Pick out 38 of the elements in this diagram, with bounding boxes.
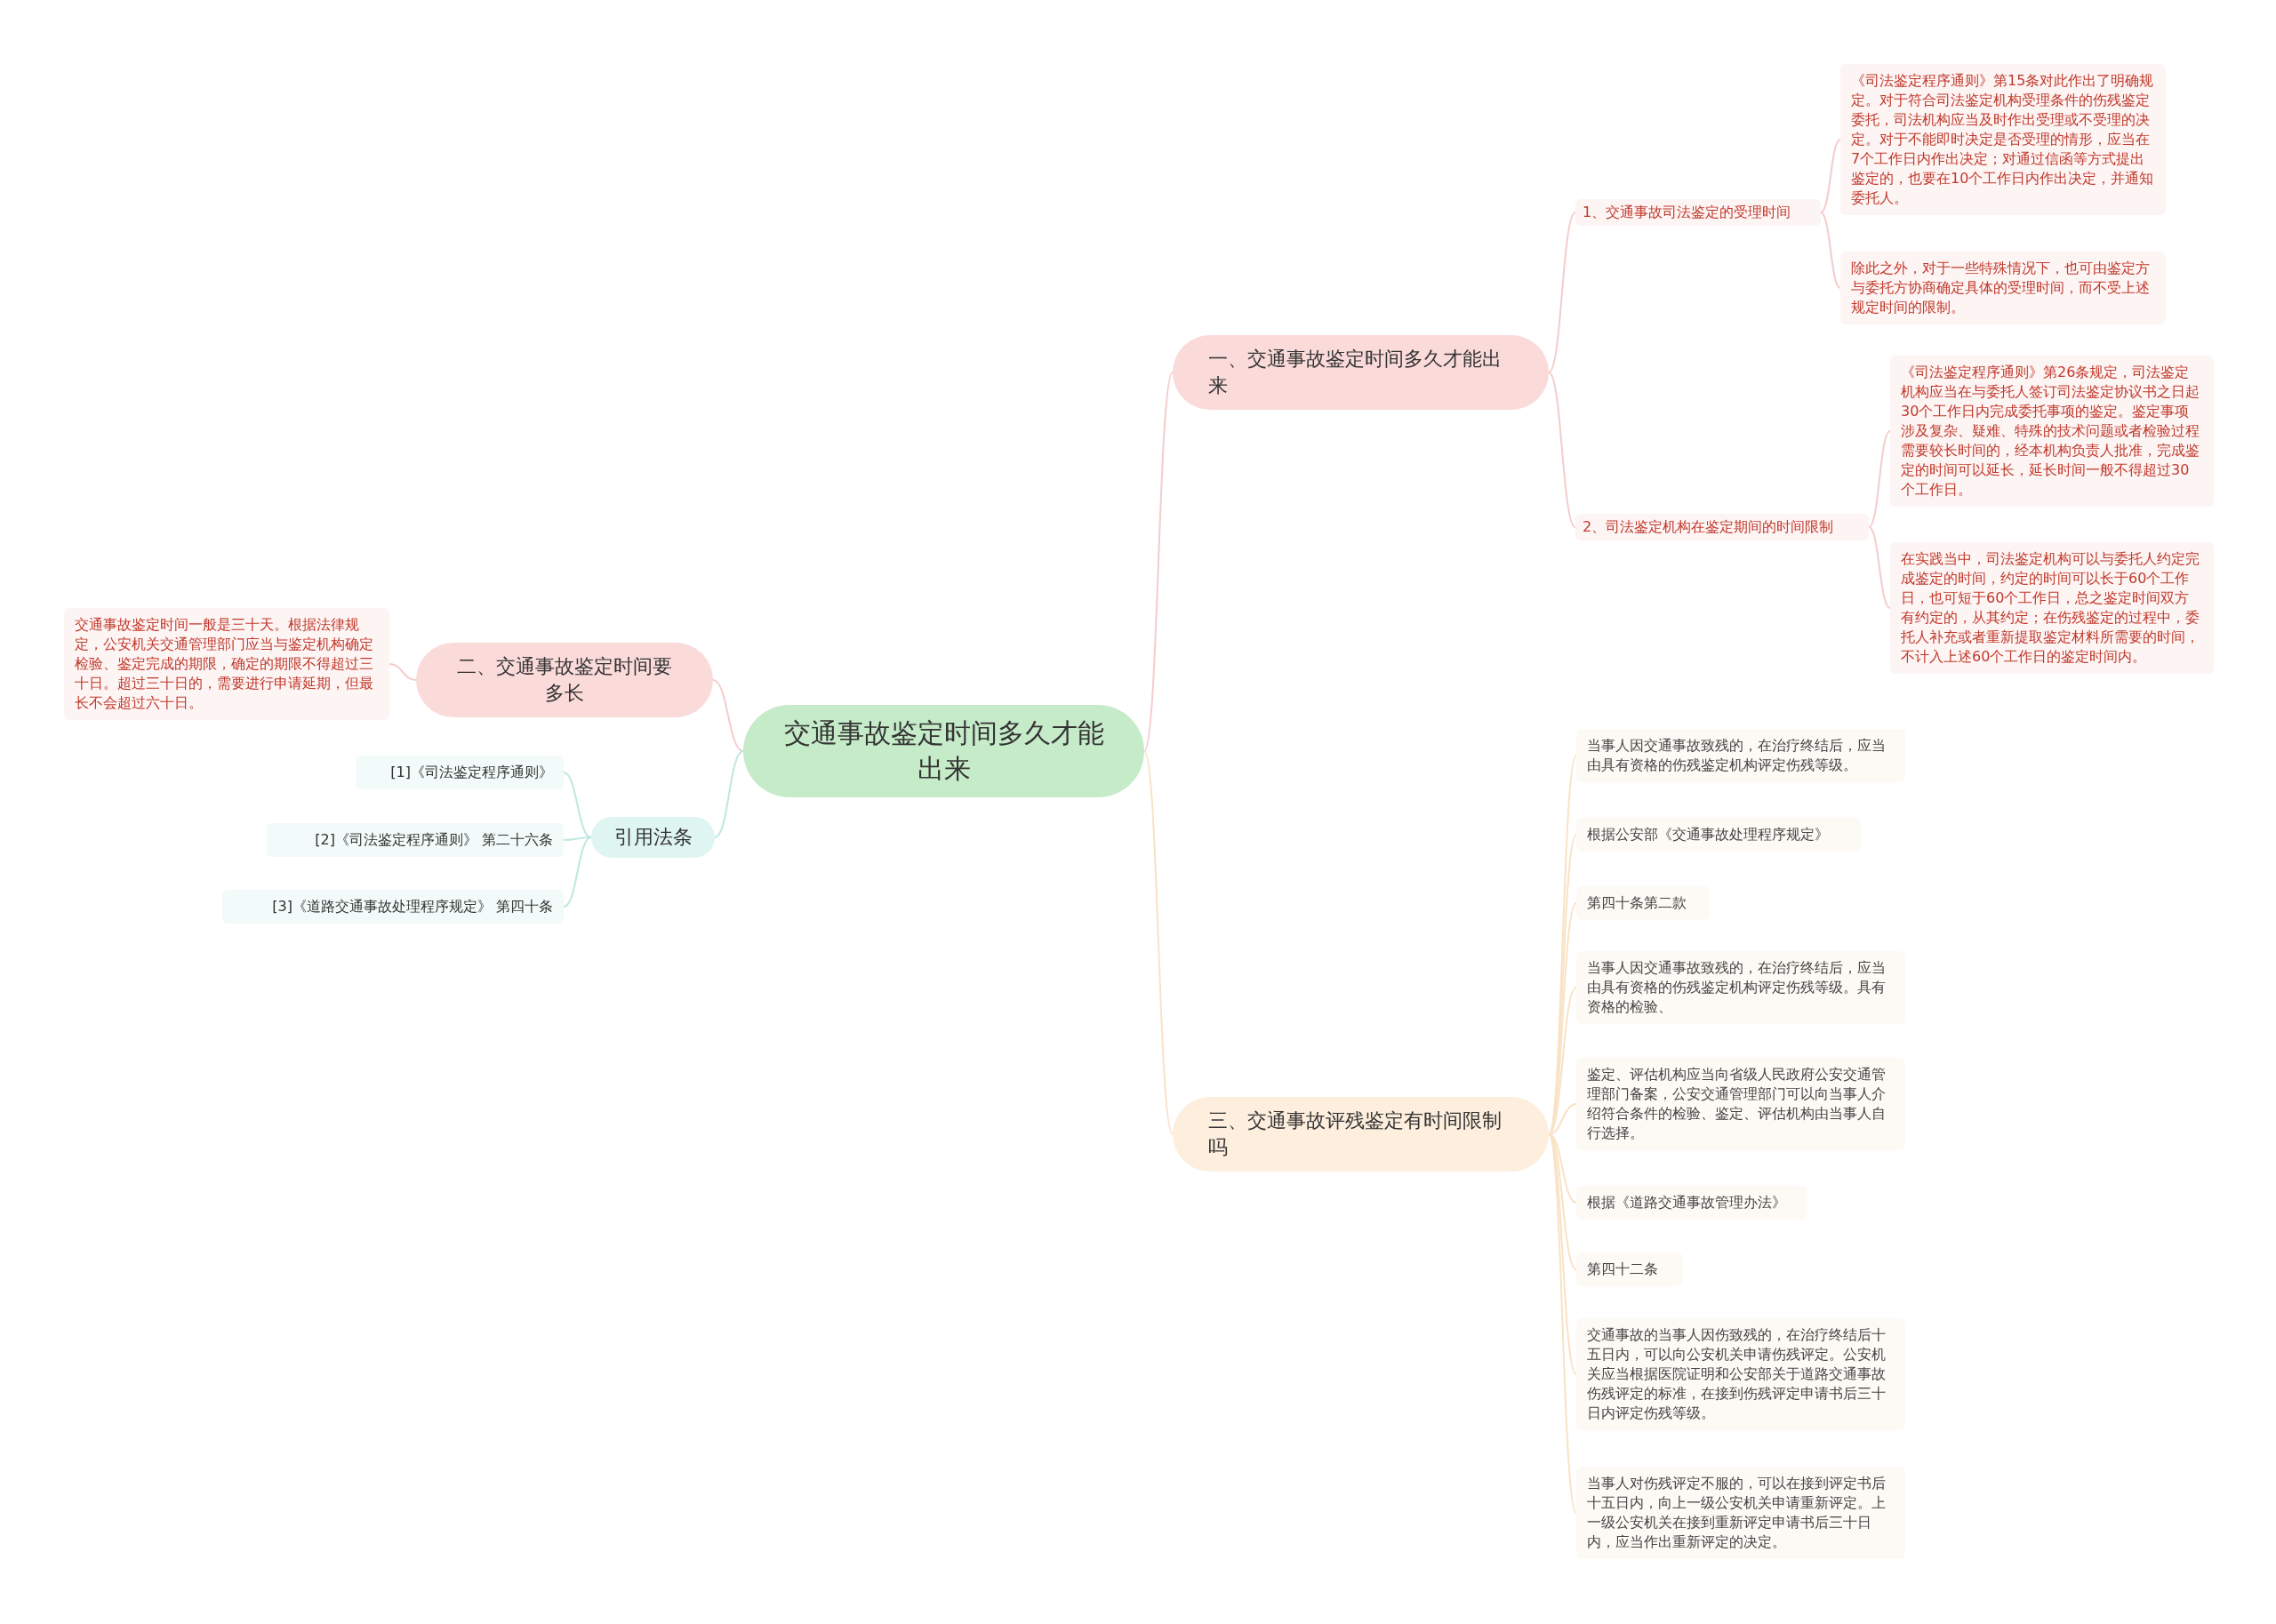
connector	[1820, 212, 1841, 289]
note-card: 《司法鉴定程序通则》第15条对此作出了明确规定。对于符合司法鉴定机构受理条件的伤残鉴定委托，司法机构应当及时作出受理或不受理的决定。对于不能即时决定是否受理的情形，应当在7个工作日内作出决定；对通过信函等方式提出鉴定的，也要在10个工作日内作出决定，并通知委托人。	[1840, 64, 2166, 215]
note-card: 第四十条第二款	[1576, 886, 1710, 920]
note-card: 第四十二条	[1576, 1252, 1683, 1286]
connector	[389, 663, 417, 681]
note-card: 根据公安部《交通事故处理程序规定》	[1576, 818, 1861, 852]
reference-item: [2]《司法鉴定程序通则》 第二十六条	[267, 823, 564, 857]
reference-item: [1]《司法鉴定程序通则》	[356, 756, 564, 789]
connector	[563, 836, 592, 908]
branch-topic: 二、交通事故鉴定时间要多长	[416, 643, 713, 717]
note-card: 当事人因交通事故致残的，在治疗终结后，应当由具有资格的伤残鉴定机构评定伤残等级。具有资格的检验、	[1576, 951, 1905, 1024]
note-card: 《司法鉴定程序通则》第26条规定，司法鉴定机构应当在与委托人签订司法鉴定协议书之日起30个工作日内完成委托事项的鉴定。鉴定事项涉及复杂、疑难、特殊的技术问题或者检验过程需要较长时间的，经本机构负责人批准，完成鉴定的时间可以延长，延长时间一般不得超过30个工作日。	[1890, 356, 2214, 507]
root-topic: 交通事故鉴定时间多久才能出来	[743, 705, 1144, 797]
connector	[1868, 430, 1891, 528]
connector	[563, 772, 592, 838]
connector	[1820, 139, 1841, 213]
note-card: 根据《道路交通事故管理办法》	[1576, 1186, 1807, 1220]
connector	[1143, 372, 1174, 752]
reference-item: [3]《道路交通事故处理程序规定》 第四十条	[222, 890, 564, 924]
note-card: 当事人因交通事故致残的，在治疗终结后，应当由具有资格的伤残鉴定机构评定伤残等级。	[1576, 729, 1905, 782]
subtopic: 1、交通事故司法鉴定的受理时间	[1575, 199, 1821, 226]
connector	[1548, 1103, 1577, 1135]
connector	[1868, 526, 1891, 609]
note-card: 鉴定、评估机构应当向省级人民政府公安交通管理部门备案，公安交通管理部门可以向当事人介绍符合条件的检验、鉴定、评估机构由当事人自行选择。	[1576, 1058, 1905, 1150]
connector	[714, 750, 744, 838]
note-card: 交通事故的当事人因伤致残的，在治疗终结后十五日内，可以向公安机关申请伤残评定。公安机关应当根据医院证明和公安部关于道路交通事故伤残评定的标准，在接到伤残评定申请书后三十日内评定伤残等级。	[1576, 1318, 1905, 1430]
note-card: 交通事故鉴定时间一般是三十天。根据法律规定，公安机关交通管理部门应当与鉴定机构确定检验、鉴定完成的期限，确定的期限不得超过三十日。超过三十日的，需要进行申请延期，但最长不会超过六十日。	[64, 608, 389, 720]
connector	[1548, 372, 1576, 528]
connector	[1548, 212, 1576, 373]
branch-topic: 三、交通事故评残鉴定有时间限制吗	[1173, 1097, 1549, 1172]
connector	[712, 679, 744, 752]
branch-topic: 引用法条	[591, 817, 715, 858]
note-card: 在实践当中，司法鉴定机构可以与委托人约定完成鉴定的时间，约定的时间可以长于60个工作日，也可短于60个工作日，总之鉴定时间双方有约定的，从其约定；在伤残鉴定的过程中，委托人补充或者重新提取鉴定材料所需要的时间，不计入上述60个工作日的鉴定时间内。	[1890, 542, 2214, 674]
branch-topic: 一、交通事故鉴定时间多久才能出来	[1173, 335, 1549, 410]
subtopic: 2、司法鉴定机构在鉴定期间的时间限制	[1575, 514, 1869, 540]
connector	[1143, 750, 1174, 1135]
note-card: 当事人对伤残评定不服的，可以在接到评定书后十五日内，向上一级公安机关申请重新评定。上一级公安机关在接到重新评定申请书后三十日内，应当作出重新评定的决定。	[1576, 1467, 1905, 1559]
note-card: 除此之外，对于一些特殊情况下，也可由鉴定方与委托方协商确定具体的受理时间，而不受上述规定时间的限制。	[1840, 252, 2166, 324]
